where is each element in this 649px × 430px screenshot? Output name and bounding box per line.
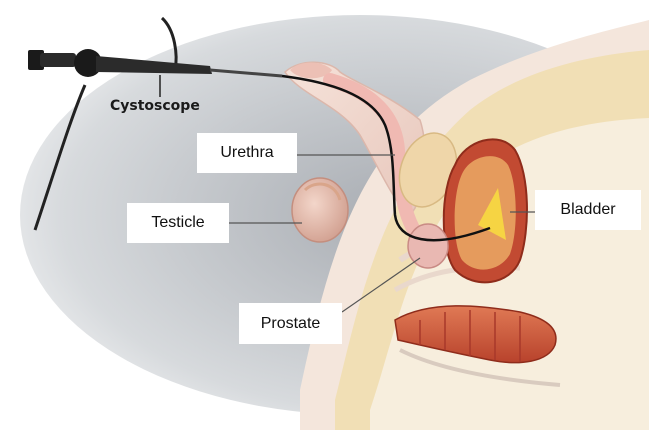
prostate-shape (408, 224, 448, 268)
cystoscope-label: Cystoscope (110, 98, 200, 114)
prostate-label: Prostate (239, 303, 342, 344)
testicle-shape (292, 178, 348, 242)
bladder-label: Bladder (535, 190, 641, 230)
testicle-label: Testicle (127, 203, 229, 243)
urethra-label: Urethra (197, 133, 297, 173)
